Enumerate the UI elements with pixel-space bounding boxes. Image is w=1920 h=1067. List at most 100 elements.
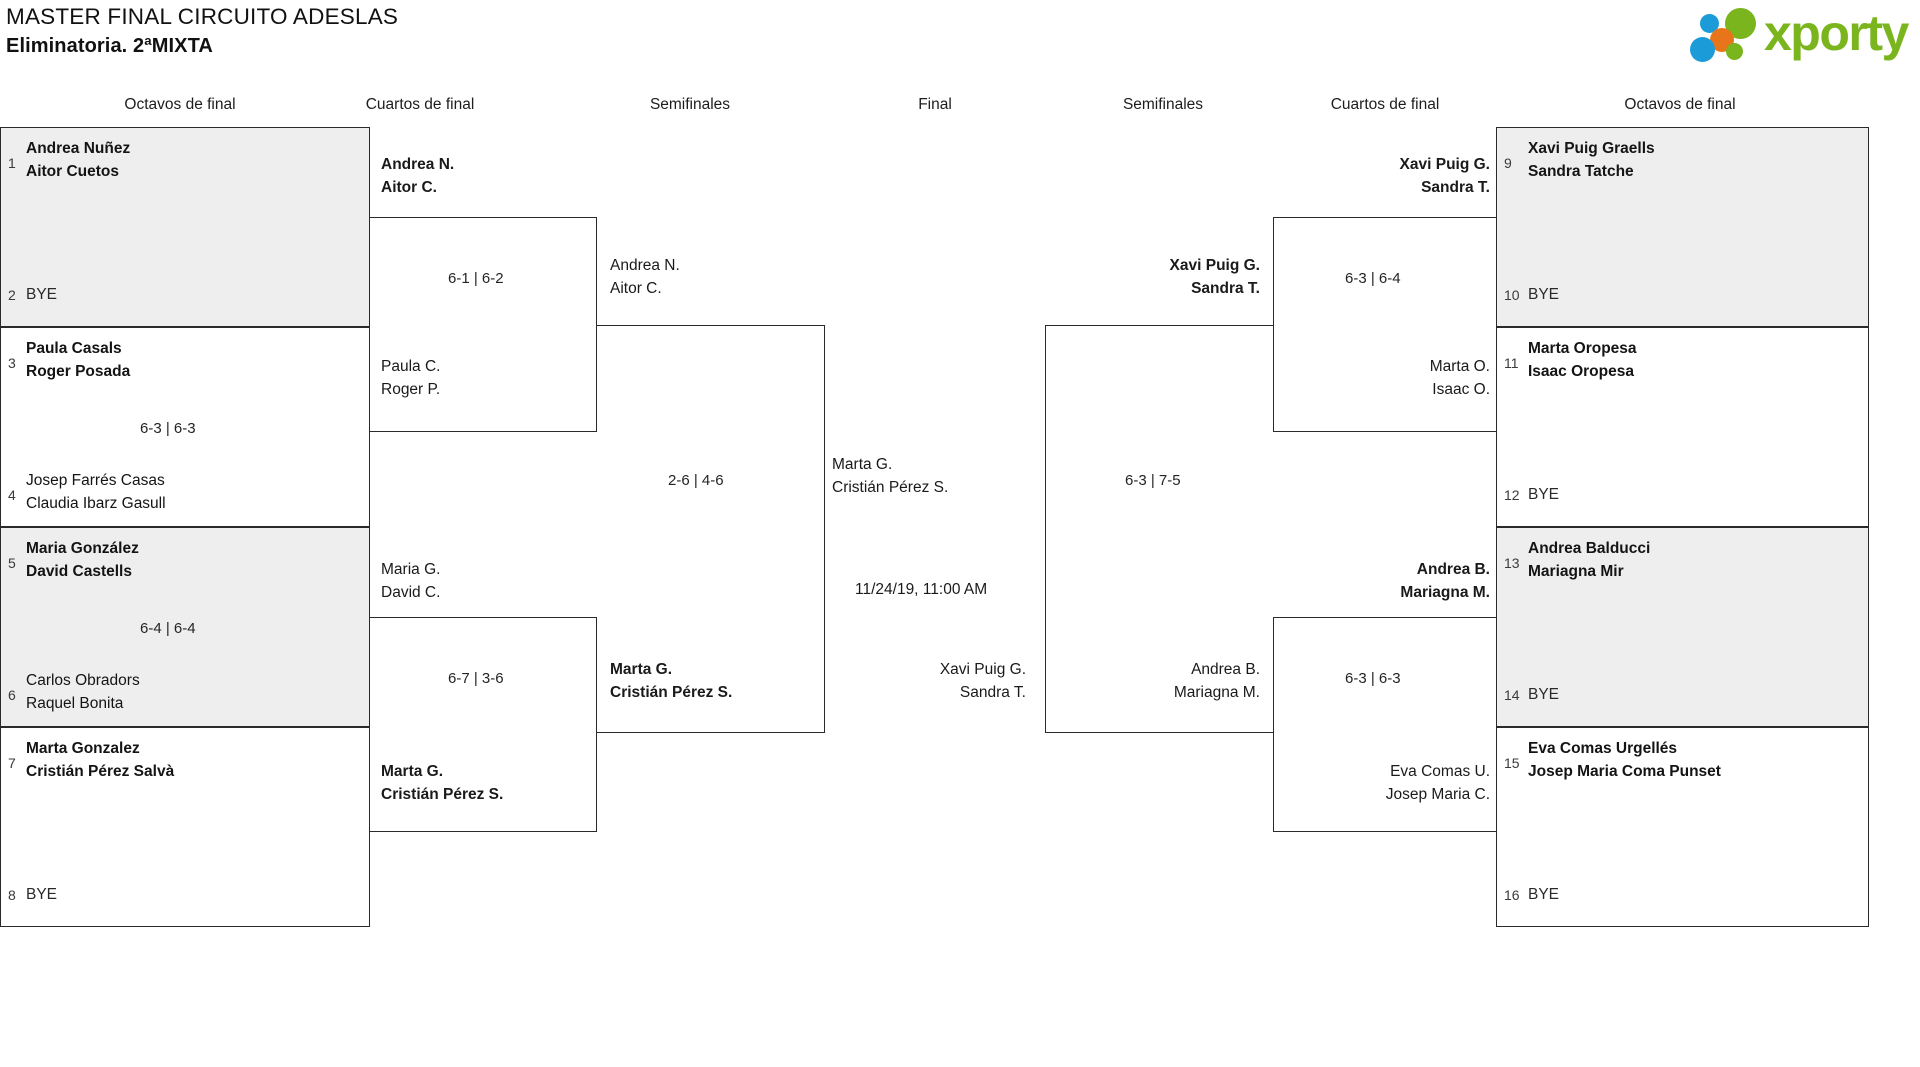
advancer-left-semis-1b: Aitor C. bbox=[610, 280, 662, 297]
advancer-left-cuartos-1b: Aitor C. bbox=[381, 179, 437, 196]
player-name-11b: Isaac Oropesa bbox=[1528, 363, 1634, 380]
round-header-left-octavos: Octavos de final bbox=[124, 96, 236, 113]
logo-dot-blue-large-icon bbox=[1690, 37, 1715, 62]
advancer-right-semis-2b: Mariagna M. bbox=[1173, 684, 1260, 701]
player-name-6b: Raquel Bonita bbox=[26, 695, 124, 712]
player-name-13a: Andrea Balducci bbox=[1528, 540, 1651, 557]
seed-box-1-2[interactable] bbox=[0, 127, 370, 327]
player-name-7a: Marta Gonzalez bbox=[26, 740, 140, 757]
logo-dot-blue-small-icon bbox=[1700, 14, 1719, 33]
seed-box-3-4[interactable] bbox=[0, 327, 370, 527]
score-left-octavos-3: 6-4 | 6-4 bbox=[140, 620, 196, 637]
player-name-9a: Xavi Puig Graells bbox=[1528, 140, 1655, 157]
advancer-left-cuartos-4b: Cristián Pérez S. bbox=[381, 786, 504, 803]
connector-right-cuartos-1 bbox=[1273, 217, 1500, 432]
seed-number-4: 4 bbox=[8, 487, 16, 503]
player-name-9b: Sandra Tatche bbox=[1528, 163, 1634, 180]
final-bottom-1a: Xavi Puig G. bbox=[939, 661, 1026, 678]
round-header-left-cuartos: Cuartos de final bbox=[365, 96, 475, 113]
player-name-8a: BYE bbox=[26, 886, 58, 903]
advancer-left-semis-2b: Cristián Pérez S. bbox=[610, 684, 733, 701]
seed-number-10: 10 bbox=[1504, 287, 1520, 303]
tournament-title: MASTER FINAL CIRCUITO ADESLAS bbox=[6, 4, 399, 29]
advancer-right-cuartos-1a: Xavi Puig G. bbox=[1399, 156, 1490, 173]
player-name-12a: BYE bbox=[1528, 486, 1560, 503]
seed-number-12: 12 bbox=[1504, 487, 1520, 503]
final-top-1a: Marta G. bbox=[832, 456, 893, 473]
player-name-11a: Marta Oropesa bbox=[1528, 340, 1637, 357]
seed-box-5-6[interactable] bbox=[0, 527, 370, 727]
advancer-left-cuartos-3a: Maria G. bbox=[381, 561, 441, 578]
advancer-left-semis-1a: Andrea N. bbox=[610, 257, 680, 274]
connector-left-semis bbox=[597, 325, 825, 733]
advancer-left-semis-2a: Marta G. bbox=[610, 661, 673, 678]
advancer-right-semis-2a: Andrea B. bbox=[1191, 661, 1260, 678]
seed-number-7: 7 bbox=[8, 755, 16, 771]
seed-box-9-10[interactable] bbox=[1496, 127, 1869, 327]
advancer-right-semis-1b: Sandra T. bbox=[1191, 280, 1260, 297]
logo-dots-icon bbox=[1688, 8, 1766, 62]
score-right-cuartos-1: 6-3 | 6-4 bbox=[1345, 270, 1401, 287]
score-left-octavos-2: 6-3 | 6-3 bbox=[140, 420, 196, 437]
player-name-7b: Cristián Pérez Salvà bbox=[26, 763, 175, 780]
score-left-cuartos-1: 6-1 | 6-2 bbox=[448, 270, 504, 287]
seed-number-15: 15 bbox=[1504, 755, 1520, 771]
advancer-right-cuartos-3b: Mariagna M. bbox=[1400, 584, 1490, 601]
advancer-left-cuartos-2a: Paula C. bbox=[381, 358, 441, 375]
player-name-4b: Claudia Ibarz Gasull bbox=[26, 495, 166, 512]
seed-box-13-14[interactable] bbox=[1496, 527, 1869, 727]
score-right-cuartos-2: 6-3 | 6-3 bbox=[1345, 670, 1401, 687]
seed-number-9: 9 bbox=[1504, 155, 1512, 171]
player-name-15a: Eva Comas Urgellés bbox=[1528, 740, 1678, 757]
player-name-10a: BYE bbox=[1528, 286, 1560, 303]
round-header-right-cuartos: Cuartos de final bbox=[1330, 96, 1440, 113]
player-name-16a: BYE bbox=[1528, 886, 1560, 903]
round-header-right-semis: Semifinales bbox=[1122, 96, 1204, 113]
advancer-left-cuartos-4a: Marta G. bbox=[381, 763, 444, 780]
player-name-3b: Roger Posada bbox=[26, 363, 131, 380]
seed-number-5: 5 bbox=[8, 555, 16, 571]
logo-dot-green-small-icon bbox=[1726, 43, 1743, 60]
advancer-right-semis-1a: Xavi Puig G. bbox=[1169, 257, 1260, 274]
seed-box-11-12[interactable] bbox=[1496, 327, 1869, 527]
advancer-right-cuartos-1b: Sandra T. bbox=[1421, 179, 1490, 196]
seed-number-16: 16 bbox=[1504, 887, 1520, 903]
seed-number-6: 6 bbox=[8, 687, 16, 703]
seed-number-8: 8 bbox=[8, 887, 16, 903]
seed-number-11: 11 bbox=[1504, 355, 1519, 371]
advancer-right-cuartos-4b: Josep Maria C. bbox=[1385, 786, 1490, 803]
player-name-1a: Andrea Nuñez bbox=[26, 140, 131, 157]
player-name-15b: Josep Maria Coma Punset bbox=[1528, 763, 1721, 780]
score-right-semis: 6-3 | 7-5 bbox=[1125, 472, 1181, 489]
seed-box-7-8[interactable] bbox=[0, 727, 370, 927]
seed-number-3: 3 bbox=[8, 355, 16, 371]
player-name-13b: Mariagna Mir bbox=[1528, 563, 1624, 580]
round-header-left-semis: Semifinales bbox=[649, 96, 731, 113]
round-header-right-octavos: Octavos de final bbox=[1624, 96, 1736, 113]
advancer-right-cuartos-4a: Eva Comas U. bbox=[1390, 763, 1490, 780]
player-name-5b: David Castells bbox=[26, 563, 132, 580]
final-top-1b: Cristián Pérez S. bbox=[832, 479, 949, 496]
advancer-left-cuartos-1a: Andrea N. bbox=[381, 156, 455, 173]
logo-wordmark: xporty bbox=[1764, 5, 1909, 61]
page-title: MASTER FINAL CIRCUITO ADESLAS Eliminator… bbox=[6, 2, 398, 60]
tournament-subtitle: Eliminatoria. 2ªMIXTA bbox=[6, 35, 213, 57]
connector-right-cuartos-2 bbox=[1273, 617, 1500, 832]
advancer-right-cuartos-2a: Marta O. bbox=[1429, 358, 1490, 375]
advancer-left-cuartos-3b: David C. bbox=[381, 584, 441, 601]
round-header-final: Final bbox=[918, 96, 952, 113]
advancer-left-cuartos-2b: Roger P. bbox=[381, 381, 441, 398]
advancer-right-cuartos-3a: Andrea B. bbox=[1416, 561, 1490, 578]
seed-number-1: 1 bbox=[8, 155, 16, 171]
final-bottom-1b: Sandra T. bbox=[959, 684, 1026, 701]
seed-box-15-16[interactable] bbox=[1496, 727, 1869, 927]
score-left-cuartos-2: 6-7 | 3-6 bbox=[448, 670, 504, 687]
final-datetime: 11/24/19, 11:00 AM bbox=[855, 581, 988, 598]
player-name-2a: BYE bbox=[26, 286, 58, 303]
seed-number-13: 13 bbox=[1504, 555, 1520, 571]
player-name-4a: Josep Farrés Casas bbox=[26, 472, 165, 489]
advancer-right-cuartos-2b: Isaac O. bbox=[1432, 381, 1490, 398]
player-name-14a: BYE bbox=[1528, 686, 1560, 703]
connector-right-semis bbox=[1045, 325, 1273, 733]
